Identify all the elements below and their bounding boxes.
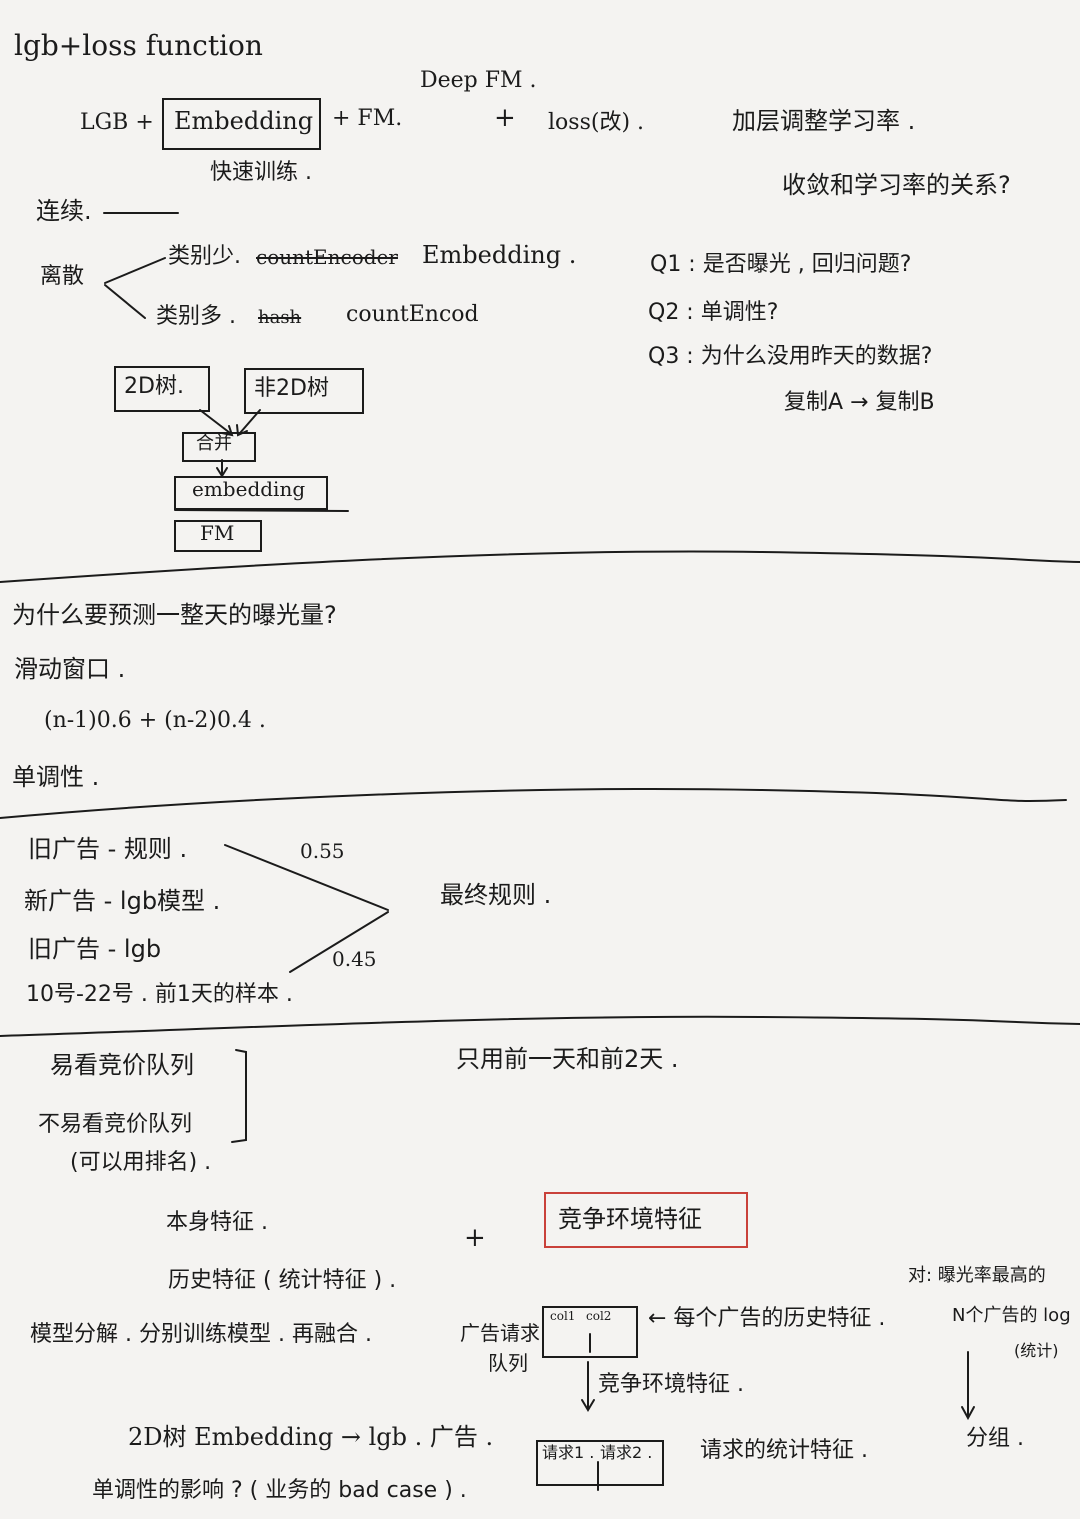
old-ad-lgb: 旧广告 - lgb bbox=[28, 935, 162, 963]
q3-text: Q3 : 为什么没用昨天的数据? bbox=[648, 344, 933, 369]
sliding-formula: (n-1)0.6 + (n-2)0.4 . bbox=[44, 708, 266, 733]
discrete-branch-lower bbox=[104, 284, 146, 319]
convergence-text: 收敛和学习率的关系? bbox=[782, 171, 1011, 199]
fast-train-text: 快速训练 . bbox=[210, 160, 312, 185]
env-feat-text: 竞争环境特征 bbox=[558, 1205, 702, 1233]
only-use-text: 只用前一天和前2天 . bbox=[456, 1045, 679, 1073]
divider-1 bbox=[0, 550, 1080, 583]
continuous-text: 连续. bbox=[36, 197, 92, 225]
tree-non2d-box bbox=[244, 368, 364, 414]
hist-feat-text: 历史特征 ( 统计特征 ) . bbox=[168, 1268, 397, 1293]
concat-box bbox=[182, 432, 256, 462]
env-feat2-text: 竞争环境特征 . bbox=[598, 1372, 744, 1397]
formula-embedding: Embedding bbox=[174, 107, 314, 135]
copy-text: 复制A → 复制B bbox=[784, 390, 935, 415]
fm-box bbox=[174, 520, 262, 552]
formula-loss: loss(改) . bbox=[548, 110, 645, 135]
final-rule-text: 最终规则 . bbox=[440, 881, 552, 909]
arrow-group-down-head bbox=[961, 1406, 975, 1421]
mono-text: 单调性 . bbox=[12, 763, 100, 791]
arrow-tree2d bbox=[199, 409, 231, 434]
queue-bracket bbox=[231, 1049, 247, 1143]
embed-underline bbox=[174, 509, 349, 512]
formula-fm: + FM. bbox=[332, 106, 403, 131]
deepfm-label: Deep FM . bbox=[420, 68, 537, 93]
weight-055: 0.55 bbox=[300, 839, 345, 863]
sliding-window-text: 滑动窗口 . bbox=[14, 655, 126, 683]
stat-paren-text: (统计) bbox=[1014, 1341, 1059, 1360]
tree-non2d-text: 非2D树 bbox=[254, 376, 329, 401]
req1-label: 请求1 . bbox=[542, 1443, 595, 1462]
req-stat-text: 请求的统计特征 . bbox=[700, 1438, 868, 1463]
col1-label: col1 bbox=[550, 1309, 576, 1323]
col2-label: col2 bbox=[586, 1309, 612, 1323]
expo-high-text: 对: 曝光率最高的 bbox=[908, 1265, 1046, 1286]
old-ad-rule: 旧广告 - 规则 . bbox=[28, 835, 188, 863]
request-table bbox=[536, 1440, 664, 1486]
embedding-word: Embedding . bbox=[422, 241, 577, 269]
mono-effect-text: 单调性的影响 ? ( 业务的 bad case ) . bbox=[92, 1478, 467, 1503]
arrow-concat-embed-head bbox=[216, 467, 228, 478]
ad-request-queue-2: 队列 bbox=[488, 1351, 528, 1375]
section1-title: lgb+loss function bbox=[14, 29, 263, 62]
arrow-hist-text: ← 每个广告的历史特征 . bbox=[648, 1306, 886, 1331]
ad-request-queue-1: 广告请求 bbox=[460, 1321, 540, 1345]
self-feat-text: 本身特征 . bbox=[166, 1210, 268, 1235]
divider-3 bbox=[0, 1015, 1080, 1037]
sec2-question: 为什么要预测一整天的曝光量? bbox=[12, 601, 337, 629]
formula-plus: + bbox=[494, 103, 516, 133]
final-line-text: 2D树 Embedding → lgb . 广告 . bbox=[128, 1423, 494, 1451]
discrete-text: 离散 bbox=[40, 264, 85, 289]
fm-box-text: FM bbox=[200, 521, 235, 545]
queue-table bbox=[542, 1306, 638, 1358]
group-text: 分组 . bbox=[966, 1426, 1024, 1451]
tree-2d-text: 2D树. bbox=[124, 374, 184, 399]
use-rank-text: (可以用排名) . bbox=[70, 1150, 212, 1175]
concat-text: 合并 bbox=[196, 433, 232, 454]
weight-045: 0.45 bbox=[332, 947, 377, 971]
count-encode-text: countEncod bbox=[346, 302, 479, 327]
discrete-branch-upper bbox=[104, 257, 166, 284]
arrow-hist-down-head bbox=[581, 1399, 595, 1412]
samples-text: 10号-22号 . 前1天的样本 . bbox=[26, 982, 293, 1007]
q2-text: Q2 : 单调性? bbox=[648, 300, 779, 325]
model-fusion-text: 模型分解 . 分别训练模型 . 再融合 . bbox=[30, 1322, 372, 1347]
queue-no-rule-text: 不易看竞价队列 bbox=[38, 1112, 193, 1137]
queue-rule-text: 易看竞价队列 bbox=[50, 1051, 194, 1079]
tree-2d-box bbox=[114, 366, 210, 412]
req2-label: 请求2 . bbox=[600, 1443, 653, 1462]
adjust-lr-text: 加层调整学习率 . bbox=[732, 107, 916, 135]
cat-few-text: 类别少. bbox=[168, 244, 241, 269]
q1-text: Q1 : 是否曝光 , 回归问题? bbox=[650, 252, 912, 277]
divider-2 bbox=[0, 788, 1067, 819]
hash-struck: hash bbox=[258, 307, 302, 328]
count-encoder-struck: countEncoder bbox=[256, 245, 398, 269]
cat-many-text: 类别多 . bbox=[156, 304, 236, 329]
formula-lgb: LGB + bbox=[80, 110, 154, 135]
embedding-small-text: embedding bbox=[192, 477, 306, 501]
new-ad-lgb: 新广告 - lgb模型 . bbox=[24, 887, 221, 915]
ad-log-text: N个广告的 log bbox=[952, 1305, 1071, 1326]
embedding-box bbox=[162, 98, 321, 150]
sec4-plus: + bbox=[464, 1223, 486, 1253]
embedding-small-box bbox=[174, 476, 328, 510]
env-feat-redbox bbox=[544, 1192, 748, 1248]
